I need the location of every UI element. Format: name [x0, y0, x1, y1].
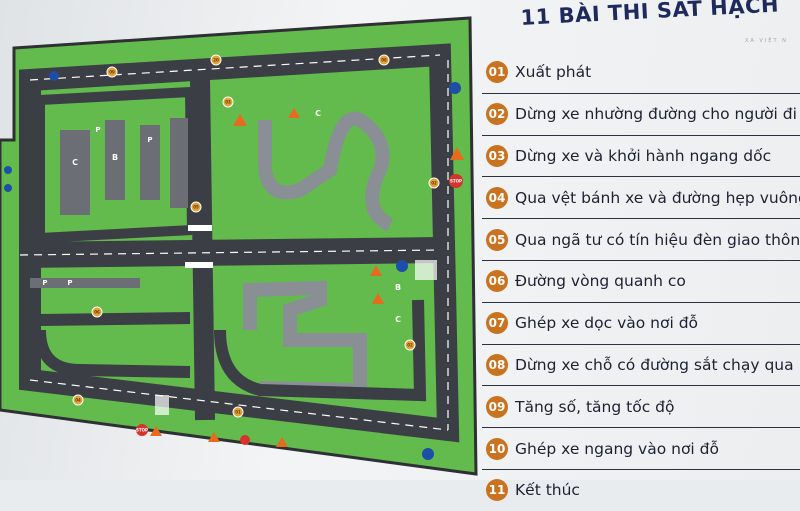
exam-item-03: 03 Dừng xe và khởi hành ngang dốc: [482, 136, 800, 178]
parking-label: P: [147, 136, 152, 144]
step-label: Qua ngã tư có tín hiệu đèn giao thông: [515, 230, 800, 249]
zone-label: B: [112, 153, 118, 162]
step-label: Dừng xe chỗ có đường sắt chạy qua: [515, 355, 794, 374]
parking-label: P: [95, 126, 100, 134]
step-number: 02: [486, 103, 508, 126]
narrow-road: [243, 280, 367, 398]
winding-road: [258, 111, 394, 232]
step-label: Xuất phát: [515, 63, 592, 82]
stop-sign-text: STOP: [136, 428, 148, 433]
step-label: Dừng xe và khởi hành ngang dốc: [515, 146, 772, 165]
crosswalks: [155, 225, 437, 415]
buildings: [30, 118, 188, 288]
zone-label: C: [315, 109, 321, 118]
step-number: 11: [486, 479, 508, 502]
parking-label: P: [42, 279, 47, 287]
exam-item-01: 01 Xuất phát: [482, 52, 800, 94]
step-number: 07: [486, 312, 508, 335]
course-marker-number: 03: [225, 100, 231, 105]
course-marker-number: 01: [235, 410, 241, 415]
road-right-inner: [214, 299, 427, 402]
course-marker-number: 09: [109, 70, 115, 75]
course-marker-number: 08: [381, 58, 387, 63]
exam-item-09: 09 Tăng số, tăng tốc độ: [482, 386, 800, 429]
exam-item-04: 04 Qua vệt bánh xe và đường hẹp vuông gó: [482, 177, 800, 220]
step-number: 09: [486, 395, 508, 418]
step-number: 05: [486, 228, 508, 251]
step-number: 04: [486, 186, 508, 209]
warning-signs: [150, 108, 464, 447]
step-number: 10: [486, 437, 508, 460]
exam-item-10: 10 Ghép xe ngang vào nơi đỗ: [482, 428, 800, 470]
stop-sign-text: STOP: [450, 179, 462, 184]
course-marker-number: 05: [193, 205, 199, 210]
zone-label: C: [72, 158, 78, 167]
step-number: 06: [486, 270, 508, 293]
step-number: 08: [486, 353, 508, 376]
exam-list: 01 Xuất phát 02 Dừng xe nhường đường cho n…: [482, 52, 800, 511]
course-marker-number: 06: [94, 310, 100, 315]
step-number: 01: [486, 61, 508, 84]
stop-signs: [136, 174, 463, 445]
exam-item-11: 11 Kết thúc: [482, 470, 800, 511]
step-number: 03: [486, 144, 508, 167]
step-label: Đường vòng quanh co: [515, 272, 686, 291]
step-label: Dừng xe nhường đường cho người đi bộ: [515, 105, 800, 124]
step-label: Kết thúc: [515, 481, 580, 500]
info-signs: [4, 71, 461, 460]
exam-item-05: 05 Qua ngã tư có tín hiệu đèn giao thông: [482, 219, 800, 261]
course-marker-number: 02: [431, 181, 437, 186]
course-marker-number: 20: [213, 58, 219, 63]
road-vertical: [190, 79, 215, 421]
zone-label: C: [395, 315, 401, 324]
step-label: Qua vệt bánh xe và đường hẹp vuông gó: [515, 188, 800, 207]
course-marker-number: 04: [75, 398, 81, 403]
exam-item-07: 07 Ghép xe dọc vào nơi đỗ: [482, 303, 800, 345]
parking-label: P: [67, 279, 72, 287]
exam-item-08: 08 Dừng xe chỗ có đường sắt chạy qua: [482, 345, 800, 387]
map-markers: [72, 54, 440, 418]
exam-item-06: 06 Đường vòng quanh co: [482, 261, 800, 303]
exam-item-02: 02 Dừng xe nhường đường cho người đi bộ: [482, 94, 800, 136]
road-bottom-inner: [34, 312, 191, 378]
step-label: Ghép xe dọc vào nơi đỗ: [515, 314, 699, 333]
zone-label: B: [395, 283, 401, 292]
dashed-lane-lines: [19, 54, 449, 431]
course-marker-number: 02: [407, 343, 413, 348]
step-label: Ghép xe ngang vào nơi đỗ: [515, 439, 719, 458]
watermark: XA VIỆT N: [745, 38, 788, 44]
step-label: Tăng số, tăng tốc độ: [515, 397, 675, 416]
